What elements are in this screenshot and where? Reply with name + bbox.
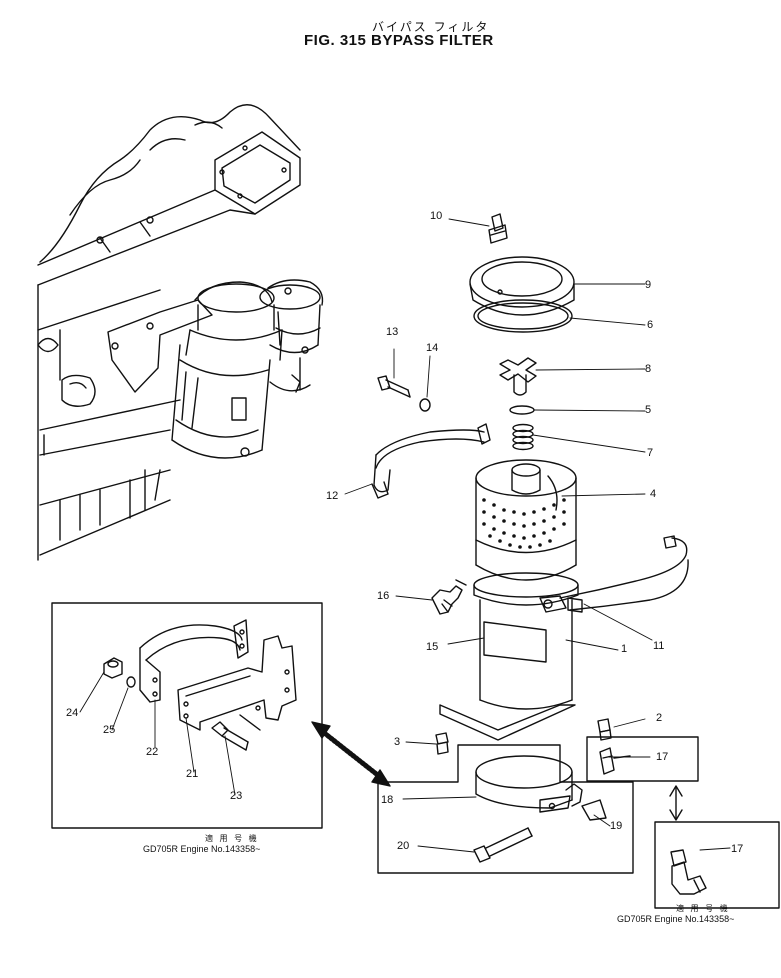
callout-8: 8 bbox=[645, 363, 652, 375]
part-16-elbow bbox=[431, 585, 463, 615]
part-7-spring bbox=[512, 423, 534, 451]
part-9-cover bbox=[469, 256, 575, 316]
part-5-o-ring bbox=[509, 405, 535, 415]
part-13-bolt bbox=[377, 375, 411, 398]
long-arrow bbox=[315, 725, 387, 783]
callout-13: 13 bbox=[386, 326, 399, 338]
callout-21: 21 bbox=[186, 768, 199, 780]
inset-fitting-box bbox=[586, 736, 699, 782]
part-23-bolt bbox=[211, 721, 249, 751]
callout-12: 12 bbox=[326, 490, 339, 502]
callout-10: 10 bbox=[430, 210, 443, 222]
part-17-elbow bbox=[670, 849, 707, 895]
callout-6: 6 bbox=[647, 319, 654, 331]
right-inset-note-japanese: 適 用 号 機 bbox=[676, 904, 730, 913]
callout-2: 2 bbox=[656, 712, 663, 724]
inset-bracket-box bbox=[51, 602, 323, 829]
callout-17: 17 bbox=[656, 751, 669, 763]
callout-25: 25 bbox=[103, 724, 116, 736]
callout-18: 18 bbox=[381, 794, 394, 806]
right-inset-applicability-note: GD705R Engine No.143358~ bbox=[617, 914, 735, 924]
callout-3: 3 bbox=[394, 736, 401, 748]
part-3-fitting bbox=[435, 732, 449, 755]
part-19-shim bbox=[581, 799, 607, 821]
inset-clamp-box bbox=[377, 744, 634, 874]
part-18-clamp bbox=[475, 755, 583, 813]
part-12-clamp bbox=[371, 423, 491, 499]
part-22-clamp bbox=[139, 619, 249, 703]
callout-17-inset: 17 bbox=[731, 843, 744, 855]
callout-22: 22 bbox=[146, 746, 159, 758]
figure-title: FIG. 315 BYPASS FILTER bbox=[304, 32, 494, 49]
callout-20: 20 bbox=[397, 840, 410, 852]
part-25-washer bbox=[126, 676, 136, 688]
left-inset-note-japanese: 適 用 号 機 bbox=[205, 834, 259, 843]
part-8-seat bbox=[499, 357, 537, 396]
inset-elbow-box bbox=[654, 821, 780, 909]
callout-16: 16 bbox=[377, 590, 390, 602]
part-14-washer bbox=[419, 398, 431, 412]
callout-15: 15 bbox=[426, 641, 439, 653]
part-20-bolt bbox=[473, 827, 533, 863]
part-6-gasket bbox=[473, 299, 573, 333]
engine-block-illustration bbox=[37, 104, 324, 561]
part-1-body bbox=[455, 572, 579, 710]
callout-7: 7 bbox=[647, 447, 654, 459]
callout-1: 1 bbox=[621, 643, 628, 655]
callout-4: 4 bbox=[650, 488, 657, 500]
part-11-clamp bbox=[559, 535, 689, 613]
callout-9: 9 bbox=[645, 279, 652, 291]
callout-11: 11 bbox=[653, 640, 665, 652]
title-japanese: バイパス フィルタ bbox=[372, 20, 490, 34]
part-10-plug bbox=[488, 213, 508, 244]
callout-24: 24 bbox=[66, 707, 79, 719]
part-15-label bbox=[483, 621, 547, 663]
part-24-nut bbox=[103, 657, 123, 679]
left-inset-applicability-note: GD705R Engine No.143358~ bbox=[143, 844, 261, 854]
part-21-bracket bbox=[177, 635, 297, 731]
callout-14: 14 bbox=[426, 342, 439, 354]
part-4-element bbox=[475, 459, 577, 581]
callout-23: 23 bbox=[230, 790, 243, 802]
part-17-fitting bbox=[599, 747, 631, 775]
callout-5: 5 bbox=[645, 404, 652, 416]
callout-19: 19 bbox=[610, 820, 623, 832]
